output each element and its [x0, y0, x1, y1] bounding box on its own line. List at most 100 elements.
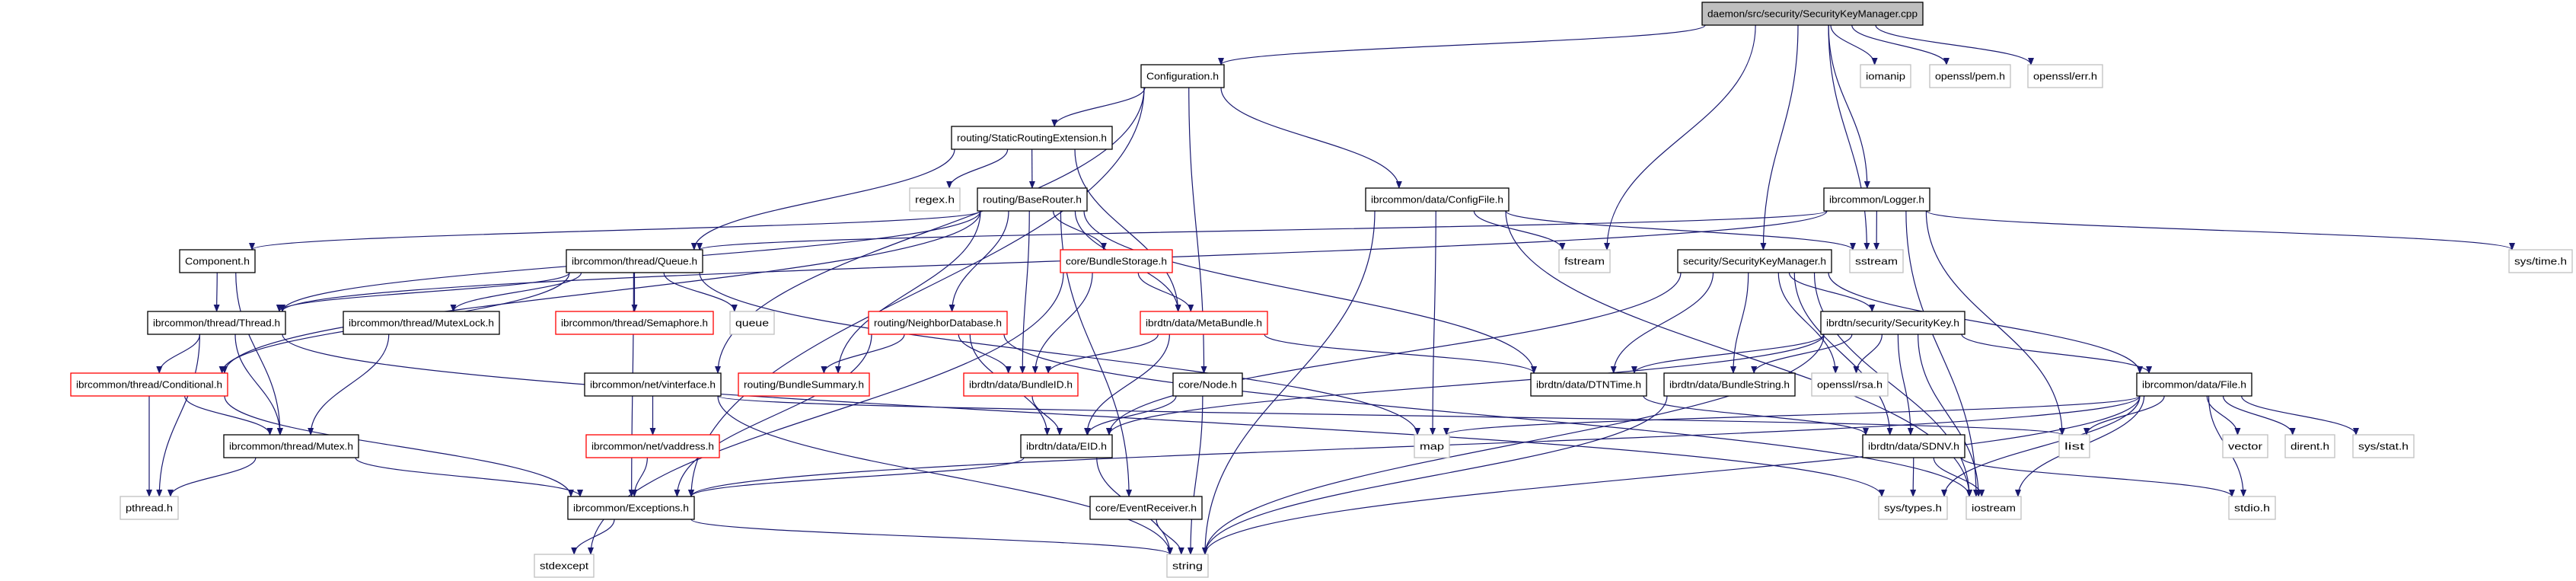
node-eid[interactable]: ibrdtn/data/EID.h [1020, 434, 1113, 458]
node-eventreceiver[interactable]: core/EventReceiver.h [1089, 496, 1203, 520]
node-label: ibrdtn/data/EID.h [1026, 442, 1107, 452]
node-logger[interactable]: ibrcommon/Logger.h [1823, 187, 1930, 212]
node-box [729, 311, 775, 335]
node-label: stdio.h [2234, 503, 2270, 514]
node-exceptions[interactable]: ibrcommon/Exceptions.h [567, 496, 695, 520]
edge-configfile-to-fstream [1473, 210, 1566, 251]
node-bundlesummary[interactable]: routing/BundleSummary.h [738, 372, 870, 397]
node-sstream: sstream [1849, 249, 1904, 273]
edge-configuration-to-staticrouting [1051, 87, 1146, 127]
node-label: core/Node.h [1178, 380, 1237, 391]
node-mutex[interactable]: ibrcommon/thread/Mutex.h [223, 434, 359, 458]
edge-configfile-to-string [1202, 210, 1376, 555]
node-box [1020, 434, 1113, 458]
edge-securitykey-to-dtntime [1631, 334, 1825, 374]
node-bundleid[interactable]: ibrdtn/data/BundleID.h [963, 372, 1079, 397]
edge-vinterface-to-string [717, 395, 1173, 555]
node-box [951, 126, 1113, 150]
node-baserouter[interactable]: routing/BaseRouter.h [977, 187, 1088, 212]
edge-configuration-to-configfile [1220, 87, 1402, 189]
edge-neighbordb-to-bundleid [958, 334, 1012, 374]
node-skm-h[interactable]: security/SecurityKeyManager.h [1677, 249, 1832, 273]
node-queue-h[interactable]: ibrcommon/thread/Queue.h [566, 249, 703, 273]
node-metabundle[interactable]: ibrdtn/data/MetaBundle.h [1140, 311, 1268, 335]
node-label: daemon/src/security/SecurityKeyManager.c… [1707, 9, 1918, 20]
node-file[interactable]: ibrcommon/data/File.h [2136, 372, 2252, 397]
node-box [1140, 64, 1225, 88]
node-semaphore[interactable]: ibrcommon/thread/Semaphore.h [555, 311, 714, 335]
node-box [585, 434, 720, 458]
node-bundlestring[interactable]: ibrdtn/data/BundleString.h [1663, 372, 1796, 397]
edge-neighbordb-to-exceptions [674, 334, 872, 497]
node-systime: sys/time.h [2508, 249, 2573, 273]
node-box [566, 249, 703, 273]
node-vaddress[interactable]: ibrcommon/net/vaddress.h [585, 434, 720, 458]
edge-conditional-to-mutex [184, 395, 273, 436]
node-bundlestorage[interactable]: core/BundleStorage.h [1060, 249, 1173, 273]
node-thread[interactable]: ibrcommon/thread/Thread.h [147, 311, 286, 335]
edge-thread-to-systypes [282, 334, 1885, 497]
node-neighbordb[interactable]: routing/NeighborDatabase.h [868, 311, 1008, 335]
node-label: Configuration.h [1146, 72, 1219, 82]
node-box [2228, 496, 2276, 520]
edge-skm_h-to-dtntime [1610, 272, 1714, 374]
node-sdnv[interactable]: ibrdtn/data/SDNV.h [1862, 434, 1965, 458]
node-label: fstream [1564, 257, 1605, 267]
node-label: core/BundleStorage.h [1066, 257, 1167, 267]
node-map: map [1414, 434, 1450, 458]
edge-dtntime-to-sdnv [1643, 395, 1869, 436]
edge-file-to-dirent [2222, 395, 2296, 436]
node-staticrouting[interactable]: routing/StaticRoutingExtension.h [951, 126, 1113, 150]
node-box [2027, 64, 2103, 88]
node-box [977, 187, 1088, 212]
node-configfile[interactable]: ibrcommon/data/ConfigFile.h [1365, 187, 1510, 212]
edge-logger-to-queue_h [697, 210, 1828, 251]
node-label: routing/BaseRouter.h [983, 195, 1082, 206]
node-box [1929, 64, 2011, 88]
edge-metabundle-to-eid [1084, 334, 1170, 436]
edge-logger-to-list [1925, 210, 2065, 436]
node-queue: queue [729, 311, 775, 335]
node-configuration[interactable]: Configuration.h [1140, 64, 1225, 88]
node-label: openssl/rsa.h [1817, 380, 1883, 391]
edge-bundleid-to-eid [1031, 395, 1063, 436]
node-component[interactable]: Component.h [179, 249, 256, 273]
node-label: string [1172, 561, 1203, 572]
node-label: routing/StaticRoutingExtension.h [957, 133, 1107, 144]
node-mutexlock[interactable]: ibrcommon/thread/MutexLock.h [343, 311, 500, 335]
edge-file-to-systypes [1941, 395, 2141, 497]
edge-baserouter-to-neighbordb [948, 210, 1009, 312]
edge-skm_h-to-sdnv [1793, 272, 1893, 436]
edge-sdnv-to-iostream [1933, 457, 1985, 497]
node-label: ibrcommon/thread/Mutex.h [229, 442, 353, 452]
node-label: ibrdtn/data/BundleID.h [969, 380, 1073, 391]
node-label: ibrdtn/security/SecurityKey.h [1826, 318, 1959, 329]
node-box [179, 249, 256, 273]
node-node[interactable]: core/Node.h [1172, 372, 1243, 397]
node-dtntime[interactable]: ibrdtn/data/DTNTime.h [1530, 372, 1647, 397]
node-box [223, 434, 359, 458]
edge-skm_h-to-iostream [1813, 272, 1972, 497]
edge-neighbordb-to-iostream [1003, 334, 1972, 497]
node-label: sys/time.h [2514, 257, 2567, 267]
node-box [120, 496, 179, 520]
edge-staticrouting-to-regex [946, 148, 1009, 189]
node-securitykey[interactable]: ibrdtn/security/SecurityKey.h [1820, 311, 1965, 335]
node-box [70, 372, 228, 397]
node-box [868, 311, 1008, 335]
node-label: routing/NeighborDatabase.h [874, 318, 1002, 329]
node-box [1558, 249, 1611, 273]
edge-mutex-to-pthread [167, 457, 257, 497]
edge-queue_h-to-queue [663, 272, 738, 312]
node-vinterface[interactable]: ibrcommon/net/vinterface.h [584, 372, 722, 397]
edge-baserouter-to-dtntime [1083, 210, 1537, 374]
node-label: queue [735, 318, 769, 329]
edge-exceptions-to-string [690, 519, 1173, 555]
node-conditional[interactable]: ibrcommon/thread/Conditional.h [70, 372, 228, 397]
node-box [2352, 434, 2415, 458]
node-label: ibrdtn/data/MetaBundle.h [1146, 318, 1262, 329]
edge-configfile-to-sstream [1505, 210, 1856, 251]
edge-component-to-thread [213, 272, 220, 312]
node-label: ibrcommon/Exceptions.h [573, 503, 689, 514]
node-box [1166, 554, 1209, 578]
